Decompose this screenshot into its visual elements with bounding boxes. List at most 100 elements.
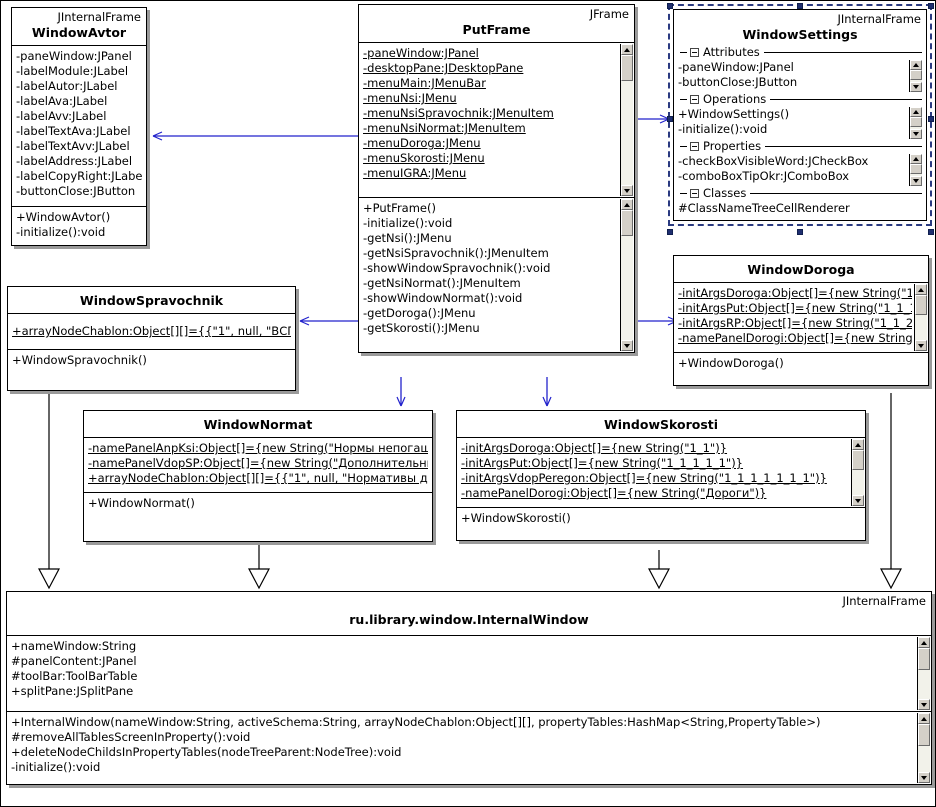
- scrollbar-track[interactable]: [621, 210, 633, 340]
- scroll-up-icon[interactable]: [621, 199, 633, 210]
- collapse-box-icon[interactable]: [690, 95, 699, 104]
- scroll-up-icon[interactable]: [915, 284, 927, 295]
- scrollbar-track[interactable]: [915, 295, 927, 340]
- section-header-operations[interactable]: Operations: [678, 92, 922, 107]
- section-header-properties[interactable]: Properties: [678, 139, 922, 154]
- scrollbar-track[interactable]: [621, 55, 633, 185]
- property-row: -checkBoxVisibleWord:JCheckBox: [678, 154, 869, 168]
- attribute-row: -namePanelAnpKsi:Object[]={new String("Н…: [88, 441, 428, 455]
- class-window-normat[interactable]: WindowNormat -namePanelAnpKsi:Object[]={…: [83, 410, 433, 542]
- class-window-spravochnik[interactable]: WindowSpravochnik +arrayNodeChablon:Obje…: [7, 286, 296, 391]
- selection-handle-s[interactable]: [797, 229, 803, 235]
- scrollbar-track[interactable]: [910, 117, 922, 129]
- scrollbar-thumb[interactable]: [910, 164, 922, 174]
- scroll-up-icon[interactable]: [852, 439, 864, 450]
- operation-row: -getDoroga():JMenu: [363, 306, 476, 320]
- scrollbar-thumb[interactable]: [621, 210, 633, 236]
- scroll-down-icon[interactable]: [918, 699, 930, 710]
- scroll-down-icon[interactable]: [852, 495, 864, 506]
- selection-handle-w[interactable]: [667, 116, 673, 122]
- collapse-box-icon[interactable]: [690, 189, 699, 198]
- scroll-down-icon[interactable]: [910, 82, 922, 92]
- selection-handle-ne[interactable]: [928, 3, 934, 9]
- selection-handle-se[interactable]: [928, 229, 934, 235]
- scroll-down-icon[interactable]: [621, 340, 633, 351]
- scrollbar-thumb[interactable]: [910, 117, 922, 127]
- attributes-compartment: -paneWindow:JPanel -labelModule:JLabel -…: [12, 46, 146, 207]
- section-header-classes[interactable]: Classes: [678, 186, 922, 201]
- collapse-box-icon[interactable]: [690, 48, 699, 57]
- attribute-row: -labelTextAva:JLabel: [16, 124, 131, 138]
- scroll-down-icon[interactable]: [918, 772, 930, 783]
- section-scrollbar[interactable]: [909, 107, 922, 139]
- scrollbar-thumb[interactable]: [918, 648, 930, 670]
- selection-handle-n[interactable]: [797, 3, 803, 9]
- class-window-avtor[interactable]: JInternalFrame WindowAvtor -paneWindow:J…: [11, 7, 147, 246]
- scrollbar-thumb[interactable]: [621, 55, 633, 81]
- scrollbar-thumb[interactable]: [918, 724, 930, 746]
- scrollbar-track[interactable]: [910, 164, 922, 176]
- scroll-down-icon[interactable]: [910, 129, 922, 139]
- section-scrollbar[interactable]: [909, 154, 922, 186]
- class-name: PutFrame: [462, 22, 531, 37]
- selection-handle-nw[interactable]: [667, 3, 673, 9]
- scrollbar-thumb[interactable]: [852, 450, 864, 470]
- section-classes: Classes #ClassNameTreeCellRenderer: [674, 186, 926, 220]
- scrollbar-thumb[interactable]: [915, 295, 927, 315]
- scrollbar-track[interactable]: [918, 724, 930, 772]
- attributes-scrollbar[interactable]: [620, 44, 633, 196]
- class-name: ru.library.window.InternalWindow: [349, 612, 589, 627]
- selection-handle-e[interactable]: [928, 116, 934, 122]
- attribute-row: -namePanelVdopSP:Object[]={new String("Д…: [88, 456, 428, 470]
- scroll-up-icon[interactable]: [918, 637, 930, 648]
- selection-handle-sw[interactable]: [667, 229, 673, 235]
- scroll-down-icon[interactable]: [915, 340, 927, 351]
- scrollbar-thumb[interactable]: [910, 70, 922, 80]
- scroll-up-icon[interactable]: [910, 60, 922, 70]
- attributes-scrollbar[interactable]: [917, 637, 930, 710]
- section-dash: [680, 99, 687, 100]
- operation-row: +WindowDoroga(): [678, 356, 784, 370]
- class-window-doroga[interactable]: WindowDoroga -initArgsDoroga:Object[]={n…: [673, 255, 929, 386]
- scroll-up-icon[interactable]: [918, 713, 930, 724]
- generalization-doroga-to-internalwindow: [880, 393, 902, 590]
- class-put-frame[interactable]: JFrame PutFrame -paneWindow:JPanel -desk…: [358, 4, 635, 353]
- scroll-down-icon[interactable]: [621, 185, 633, 196]
- attribute-row: -initArgsPut:Object[]={new String("1_1_1: [678, 301, 912, 315]
- scroll-up-icon[interactable]: [910, 107, 922, 117]
- scroll-up-icon[interactable]: [910, 154, 922, 164]
- operations-scrollbar[interactable]: [620, 199, 633, 351]
- section-attributes: Attributes -paneWindow:JPanel -buttonClo…: [674, 45, 926, 92]
- attributes-scrollbar[interactable]: [914, 284, 927, 351]
- attribute-row: -initArgsDoroga:Object[]={new String("1_: [678, 286, 912, 300]
- attribute-row: -menuNsi:JMenu: [363, 91, 457, 105]
- scrollbar-track[interactable]: [852, 450, 864, 495]
- attributes-scrollbar[interactable]: [851, 439, 864, 506]
- operations-scrollbar[interactable]: [917, 713, 930, 783]
- attribute-row: -initArgsVdopPeregon:Object[]={new Strin…: [461, 471, 827, 485]
- operation-row: +WindowSpravochnik(): [12, 353, 147, 367]
- section-scrollbar[interactable]: [909, 60, 922, 92]
- section-rule: [763, 52, 922, 53]
- attribute-row: -initArgsDoroga:Object[]={new String("1_…: [461, 441, 728, 455]
- attribute-row: -labelTextAvv:JLabel: [16, 139, 130, 153]
- class-window-settings[interactable]: JInternalFrame WindowSettings Attributes…: [668, 4, 932, 226]
- class-name: WindowSettings: [742, 27, 858, 42]
- class-window-skorosti[interactable]: WindowSkorosti -initArgsDoroga:Object[]=…: [456, 410, 866, 541]
- attribute-row: +arrayNodeChablon:Object[][]={{"1", null…: [88, 471, 428, 485]
- section-header-attributes[interactable]: Attributes: [678, 45, 922, 60]
- class-header: WindowNormat: [84, 411, 432, 438]
- attribute-row: -labelCopyRight:JLabel: [16, 169, 142, 183]
- scrollbar-track[interactable]: [910, 70, 922, 82]
- section-rule: [765, 146, 922, 147]
- scrollbar-track[interactable]: [918, 648, 930, 699]
- attribute-row: -menuNsiNormat:JMenuItem: [363, 121, 526, 135]
- class-header: WindowSkorosti: [457, 411, 865, 438]
- scroll-up-icon[interactable]: [621, 44, 633, 55]
- scroll-down-icon[interactable]: [910, 176, 922, 186]
- collapse-box-icon[interactable]: [690, 142, 699, 151]
- attribute-row: -initArgsPut:Object[]={new String("1_1_1…: [461, 456, 744, 470]
- generalization-skorosti-to-internalwindow: [648, 550, 670, 590]
- class-internal-window[interactable]: JInternalFrame ru.library.window.Interna…: [6, 591, 932, 785]
- attribute-row: -menuIGRA:JMenu: [363, 166, 467, 180]
